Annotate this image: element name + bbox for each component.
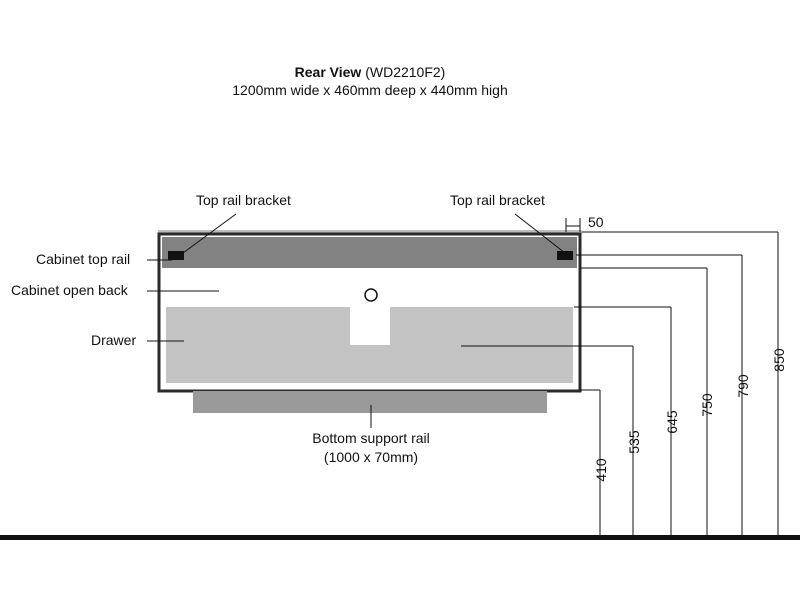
dim-535: 535	[626, 430, 642, 454]
title-block: Rear View (WD2210F2) 1200mm wide x 460mm…	[170, 63, 570, 99]
dim-410: 410	[593, 458, 609, 482]
drawer	[166, 307, 573, 383]
cable-hole	[364, 288, 378, 302]
dim-bracket-width: 50	[588, 214, 604, 230]
dim-790: 790	[735, 374, 751, 398]
label-drawer: Drawer	[91, 332, 137, 348]
top-rail-bracket-left	[168, 251, 184, 260]
title-bold: Rear View	[294, 64, 362, 80]
label-top-rail-bracket-left: Top rail bracket	[196, 192, 291, 208]
top-strip	[158, 230, 582, 234]
dim-645: 645	[664, 410, 680, 434]
title-dimensions: 1200mm wide x 460mm deep x 440mm high	[232, 82, 508, 98]
label-top-rail-bracket-right: Top rail bracket	[450, 192, 545, 208]
title-code: (WD2210F2)	[365, 64, 446, 80]
dim-750: 750	[699, 393, 715, 417]
top-rail-bracket-right	[557, 251, 573, 260]
label-cabinet-top-rail: Cabinet top rail	[36, 251, 131, 267]
label-bottom-support-rail-size: (1000 x 70mm)	[323, 449, 419, 465]
leader-lines	[147, 213, 779, 535]
floor-line	[0, 535, 800, 540]
dim-850: 850	[771, 348, 787, 372]
label-cabinet-open-back: Cabinet open back	[11, 282, 128, 298]
cabinet-top-rail	[162, 237, 577, 268]
bottom-support-rail	[193, 391, 547, 413]
label-bottom-support-rail: Bottom support rail	[312, 430, 430, 446]
